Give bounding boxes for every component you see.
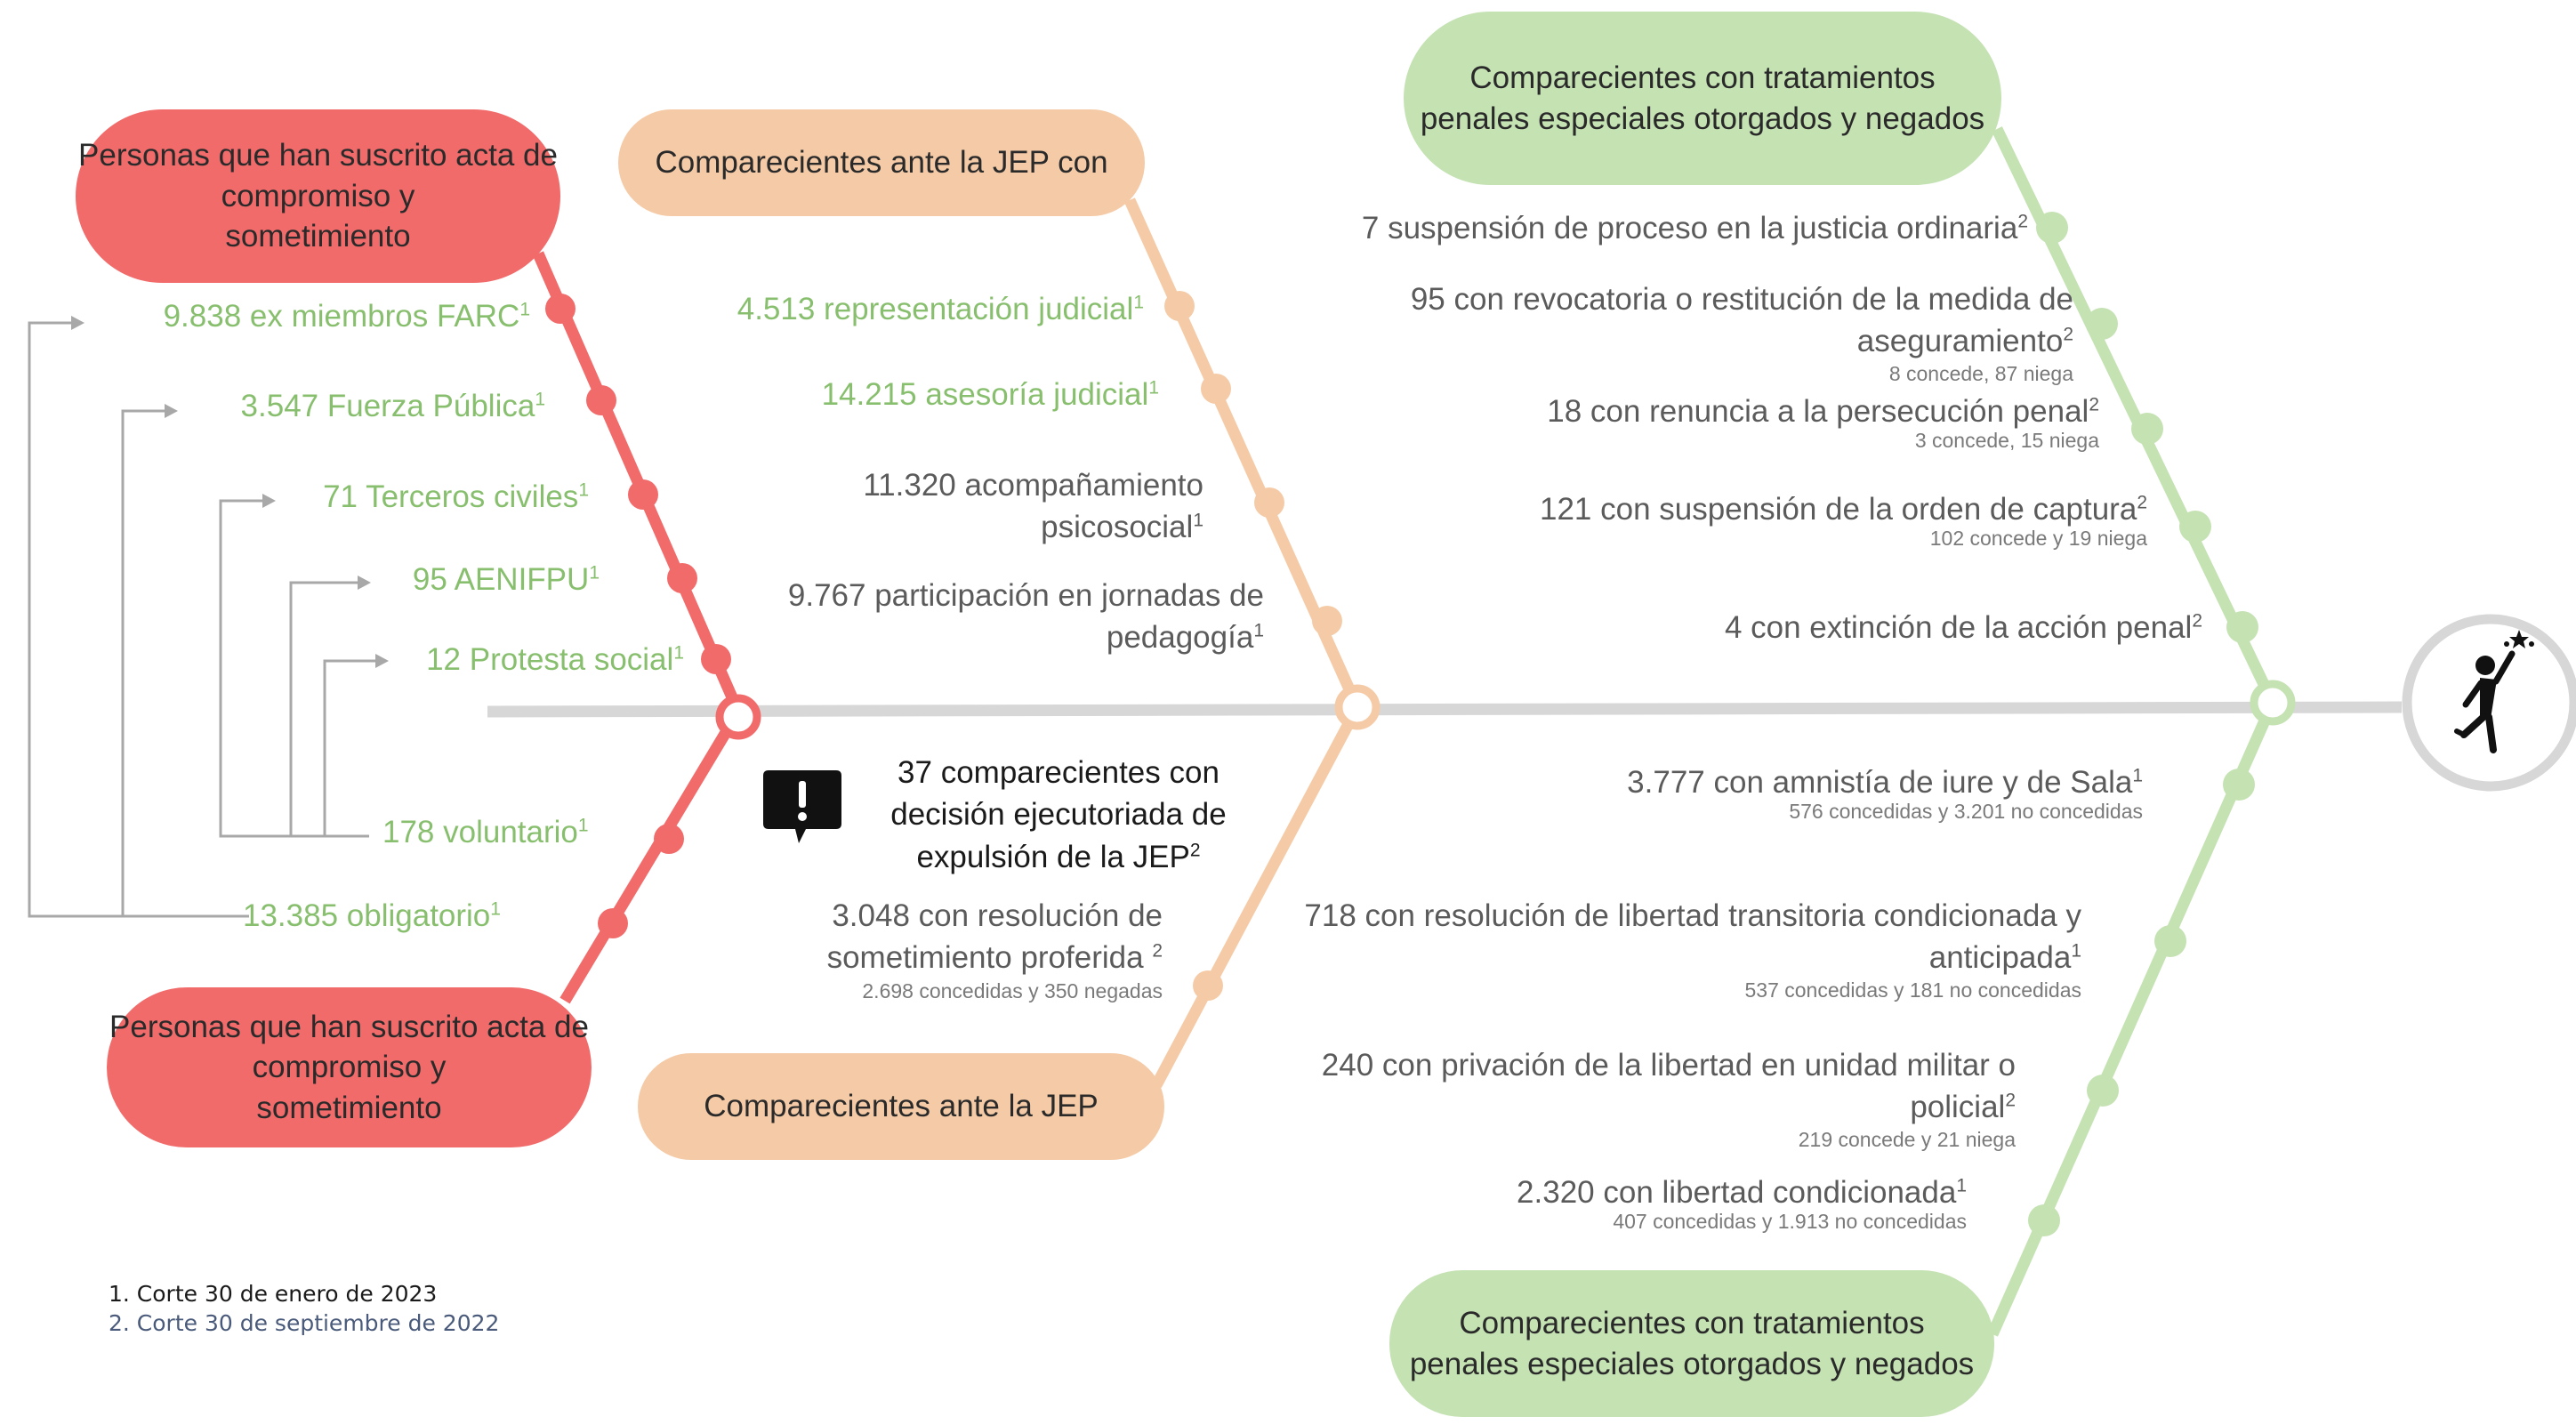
red-item: 12 Protesta social1 [426, 642, 684, 677]
green-item-detail: 537 concedidas y 181 no concedidas [1744, 978, 2081, 1002]
red-dot [586, 385, 616, 415]
peach-dot [1254, 487, 1284, 518]
red-branch-dots [545, 294, 731, 938]
peach-bottom-pill: Comparecientes ante la JEP [638, 1053, 1164, 1160]
red-item: 3.547 Fuerza Pública1 [240, 389, 545, 423]
alert-text: 37 comparecientes con decisión ejecutori… [890, 755, 1227, 874]
green-item: 18 con renuncia a la persecución penal2 … [1547, 394, 2099, 453]
resolution-detail: 2.698 concedidas y 350 negadas [862, 978, 1163, 1002]
red-bottom-pill: Personas que han suscrito acta de compro… [107, 987, 592, 1147]
peach-dot [1164, 291, 1195, 321]
red-item: 95 AENIFPU1 [412, 562, 600, 597]
green-dot [2086, 308, 2118, 340]
red-item: 178 voluntario1 [382, 815, 589, 849]
green-item-detail: 407 concedidas y 1.913 no concedidas [1613, 1210, 1967, 1234]
peach-bottom-title: Comparecientes ante la JEP [704, 1089, 1099, 1124]
green-dot [2087, 1075, 2119, 1107]
person-reaching-star-icon [2454, 630, 2534, 753]
green-item-detail: 3 concede, 15 niega [1914, 429, 2099, 453]
peach-dot [1201, 374, 1231, 404]
footnote: 2. Corte 30 de septiembre de 2022 [109, 1310, 500, 1336]
green-bottom-title-line: penales especiales otorgados y negados [1409, 1346, 1975, 1381]
red-dot [598, 908, 628, 938]
peach-branch-dots [1164, 291, 1342, 1001]
green-dot [2179, 511, 2211, 543]
red-bottom-title-line: Personas que han suscrito acta de [109, 1009, 589, 1044]
green-dot [2223, 769, 2255, 801]
green-bottom-pill: Comparecientes con tratamientos penales … [1389, 1270, 1994, 1417]
goal-circle [2402, 614, 2576, 792]
green-item: 95 con revocatoria o restitución de la m… [1410, 282, 2073, 385]
peach-item: 4.513 representación judicial1 [737, 292, 1144, 326]
red-item: 71 Terceros civiles1 [323, 479, 589, 514]
green-item: 3.777 con amnistía de iure y de Sala1 57… [1627, 765, 2143, 824]
red-bottom-title-line: compromiso y [252, 1050, 447, 1085]
green-dot [2131, 413, 2163, 445]
red-dot [667, 563, 697, 593]
green-item: 7 suspensión de proceso en la justicia o… [1361, 211, 2028, 246]
red-top-pill: Personas que han suscrito acta de compro… [76, 109, 560, 283]
peach-junction [1334, 684, 1381, 730]
peach-dot [1193, 970, 1223, 1001]
bracket-lines [28, 321, 375, 918]
red-dot [545, 294, 576, 324]
green-item-detail: 8 concede, 87 niega [1888, 361, 2073, 385]
peach-top-title: Comparecientes ante la JEP con [655, 145, 1108, 181]
green-dot [2226, 611, 2258, 643]
green-bottom-title-line: Comparecientes con tratamientos [1459, 1306, 1925, 1340]
red-item: 9.838 ex miembros FARC1 [163, 299, 530, 334]
red-bottom-title-line: sometimiento [256, 1090, 442, 1125]
green-dot [2036, 212, 2068, 244]
footnote: 1. Corte 30 de enero de 2023 [109, 1281, 438, 1307]
green-dot [2154, 925, 2186, 957]
green-item: 4 con extinción de la acción penal2 [1724, 610, 2202, 645]
resolution-text: 3.048 con resolución de sometimiento pro… [826, 898, 1163, 1002]
green-item-detail: 102 concede y 19 niega [1929, 527, 2147, 551]
green-item: 718 con resolución de libertad transitor… [1304, 898, 2081, 1002]
green-item-detail: 576 concedidas y 3.201 no concedidas [1789, 800, 2143, 824]
peach-item: 11.320 acompañamiento psicosocial1 [863, 468, 1203, 545]
red-junction [715, 694, 761, 740]
green-top-title-line: penales especiales otorgados y negados [1420, 101, 1985, 136]
green-item: 240 con privación de la libertad en unid… [1321, 1048, 2016, 1151]
red-dot [654, 824, 684, 854]
peach-item: 9.767 participación en jornadas de pedag… [787, 578, 1264, 656]
peach-item: 14.215 asesoría judicial1 [821, 377, 1159, 412]
alert-icon [763, 770, 841, 845]
red-top-title-line: sometimiento [225, 219, 411, 254]
red-dot [701, 644, 731, 674]
green-top-title-line: Comparecientes con tratamientos [1469, 60, 1936, 95]
red-branch-line [533, 251, 745, 1004]
bracket-arrows [71, 316, 389, 668]
green-top-pill: Comparecientes con tratamientos penales … [1404, 12, 2001, 185]
green-junction [2250, 680, 2296, 726]
peach-top-pill: Comparecientes ante la JEP con [618, 109, 1145, 216]
peach-dot [1312, 606, 1342, 636]
green-item-detail: 219 concede y 21 niega [1798, 1127, 2016, 1151]
green-item: 2.320 con libertad condicionada1 407 con… [1517, 1175, 1967, 1234]
red-top-title-line: compromiso y [221, 178, 415, 213]
red-item: 13.385 obligatorio1 [243, 898, 501, 933]
spine-line [487, 701, 2403, 718]
green-item: 121 con suspensión de la orden de captur… [1539, 492, 2147, 551]
green-dot [2028, 1204, 2060, 1236]
red-dot [628, 479, 658, 510]
green-branch-dots [2028, 212, 2258, 1236]
red-top-title-line: Personas que han suscrito acta de [78, 138, 558, 173]
